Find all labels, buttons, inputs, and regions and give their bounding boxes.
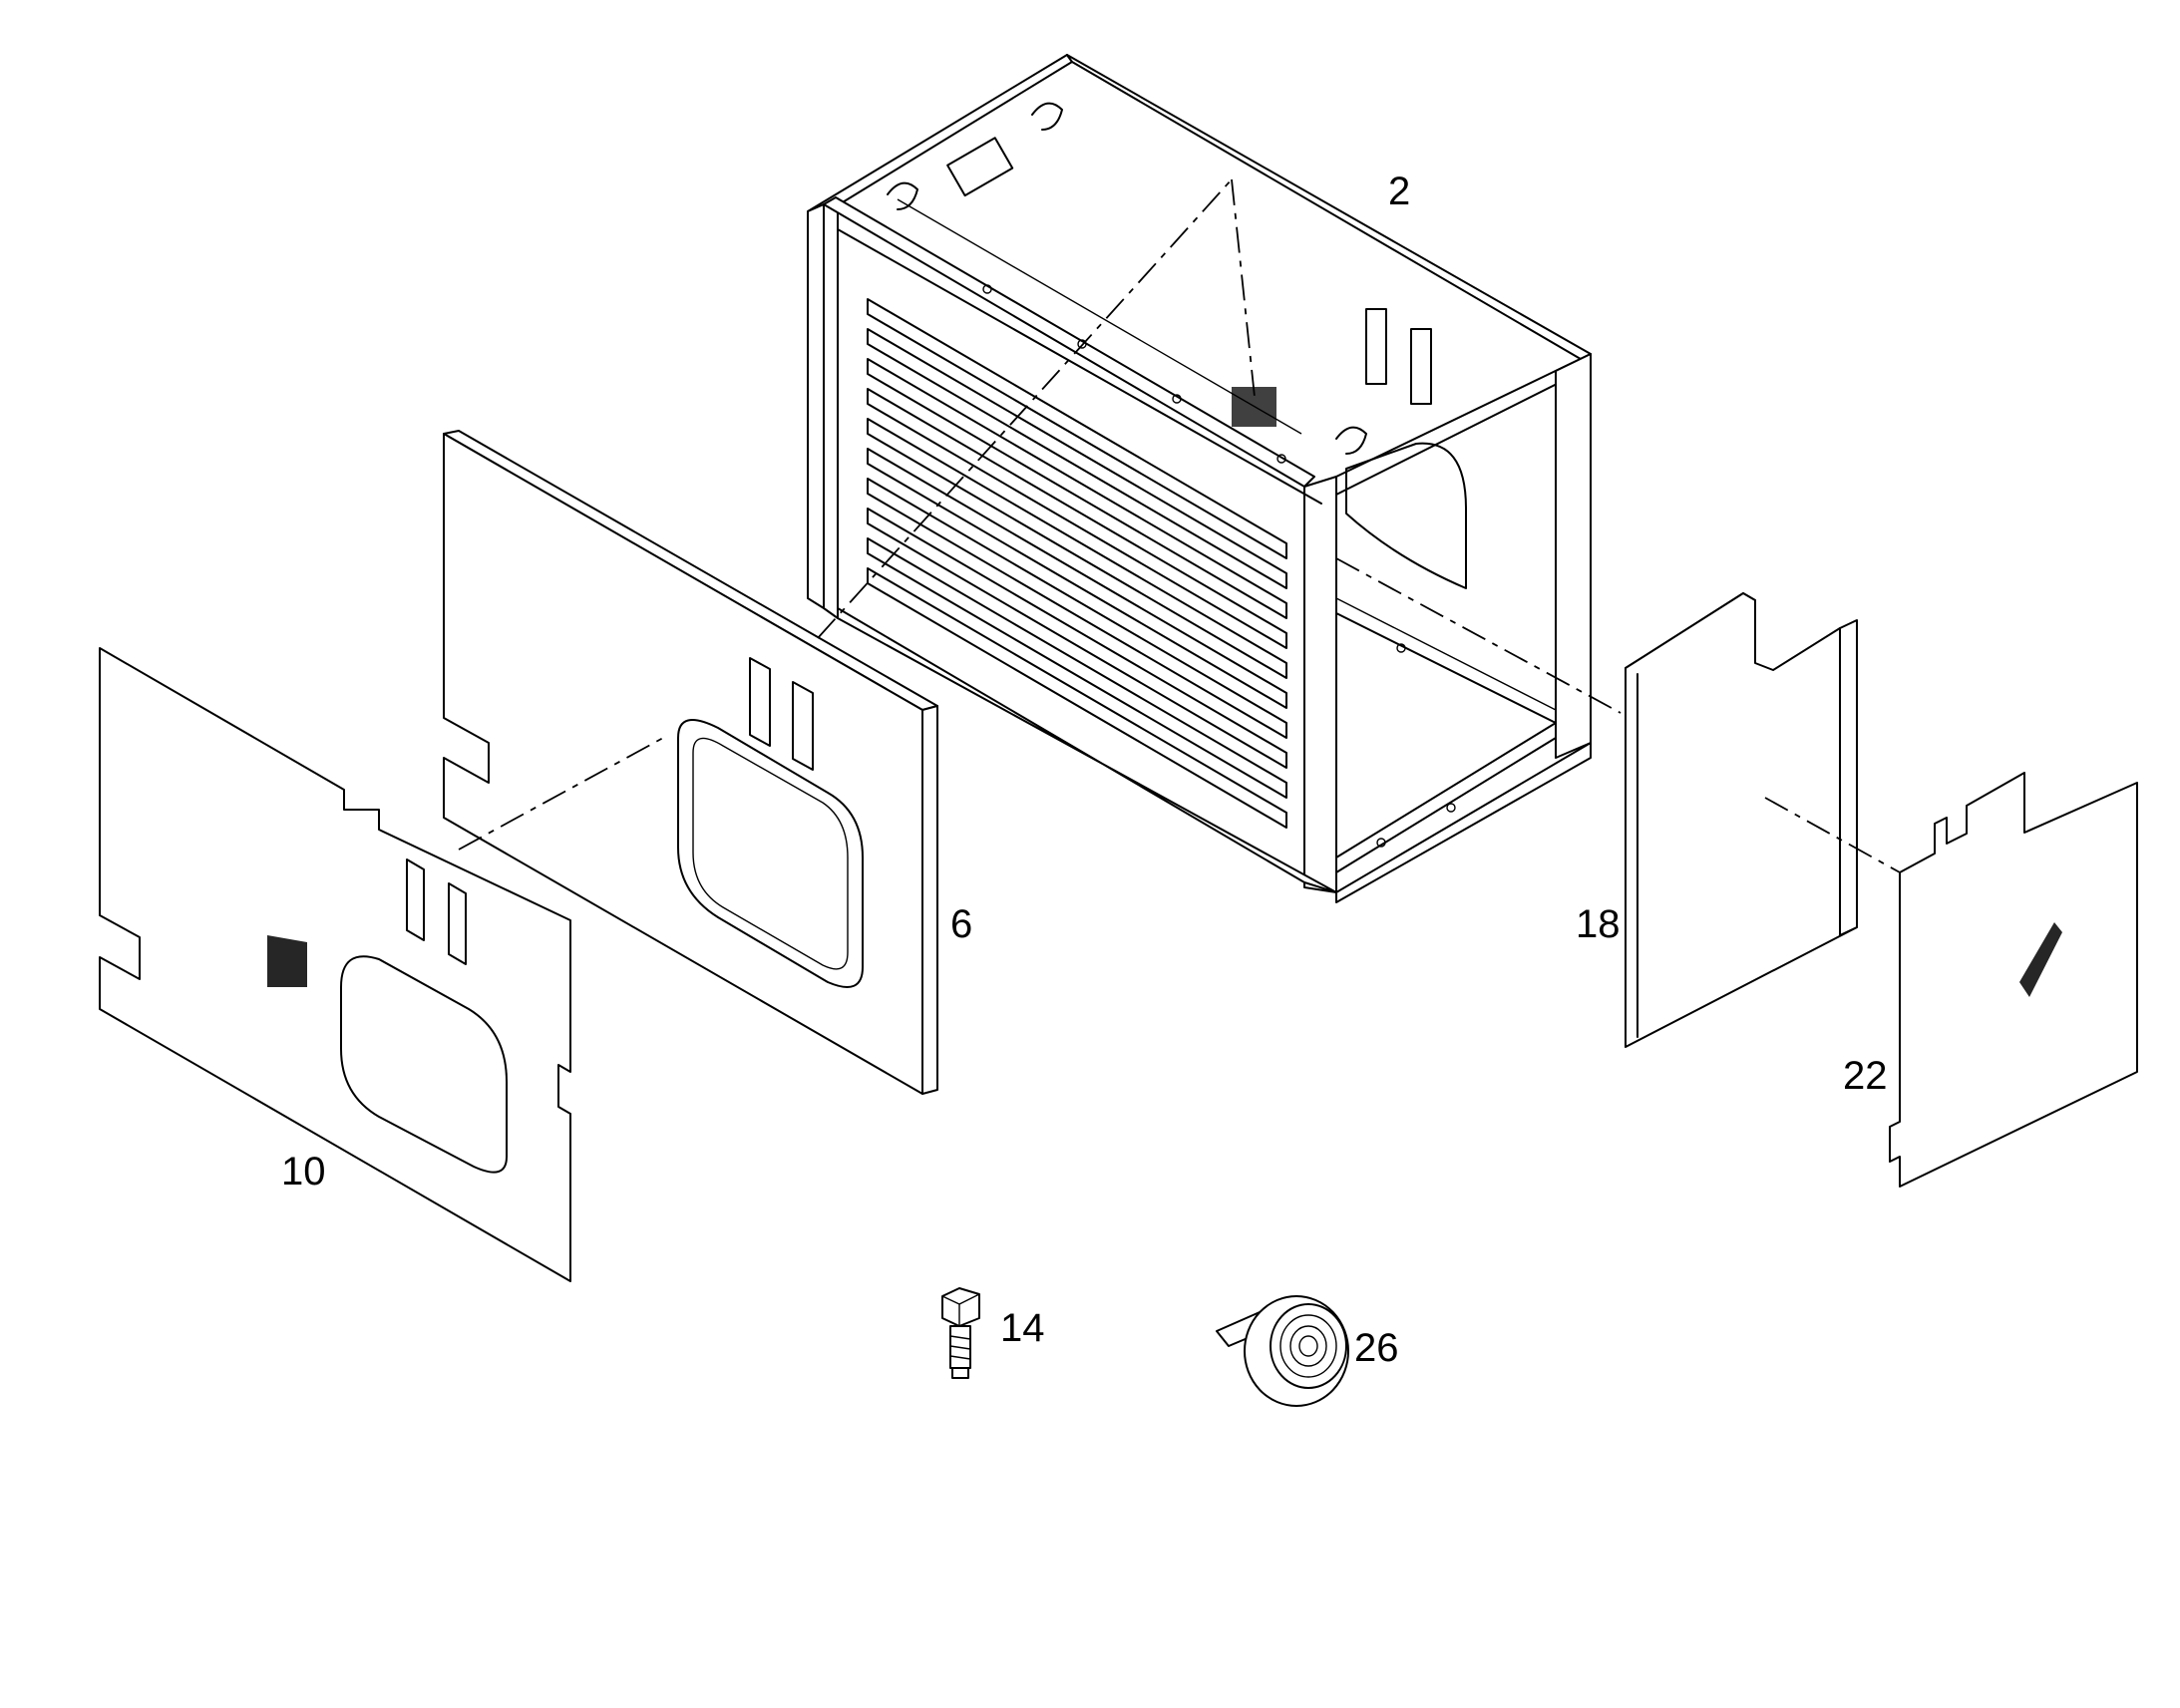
hex-bolt-icon [941,1287,980,1379]
callout-18: 18 [1576,902,1621,946]
front-cover-plate-icon [99,647,571,1282]
callout-26: 26 [1354,1326,1399,1370]
side-cover-plate-icon [1889,772,2138,1188]
assembly-lines [458,178,1901,873]
tape-roll-icon [1216,1295,1349,1407]
side-insulation-panel-icon [1625,592,1858,1048]
louver-slats [867,298,1287,829]
callout-14: 14 [1000,1306,1045,1350]
callout-10: 10 [281,1150,326,1194]
callout-6: 6 [950,902,972,946]
cabinet-frame-icon [807,54,1592,903]
front-insulation-panel-icon [443,430,938,1095]
callout-2: 2 [1388,170,1410,213]
callout-22: 22 [1843,1054,1888,1098]
